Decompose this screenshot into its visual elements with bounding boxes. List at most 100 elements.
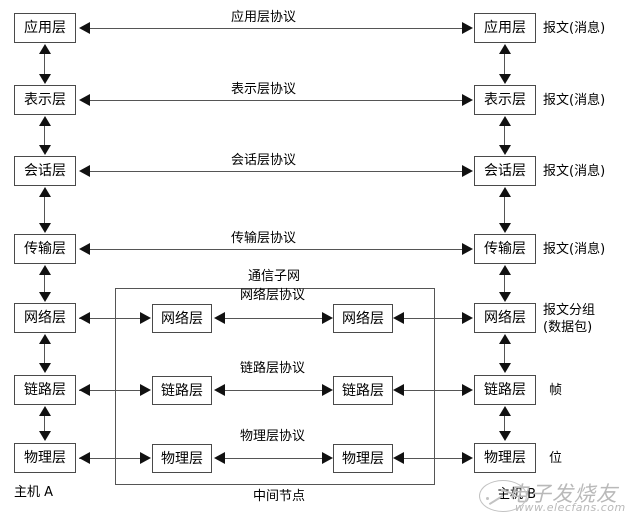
arrowhead-left-node-datalink [214,384,225,396]
protocol-line-physical [222,458,322,459]
protocol-label-session: 会话层协议 [231,153,297,168]
arrowhead-right-node-physical [322,452,333,464]
arrowhead-right-presentation [462,94,473,106]
protocol-line-datalink [222,390,322,391]
host-a-layer-presentation: 表示层 [14,85,76,115]
arrowhead-up-b-pres [499,116,511,126]
host-a-layer-network: 网络层 [14,303,76,333]
protocol-label-network: 网络层协议 [240,288,306,303]
arrowhead-up-a-link [39,406,51,416]
line-a-to-node-network [79,318,147,319]
arrowhead-left-node-physical [214,452,225,464]
arrowhead-down-b-phy [499,431,511,441]
arrowhead-right-b-physical [462,452,473,464]
arrowhead-down-a-sess [39,145,51,155]
host-b-layer-application: 应用层 [474,13,536,43]
arrowhead-up-b-sess [499,187,511,197]
arrowhead-left-application [79,22,90,34]
arrowhead-right-node-network-left [140,312,151,324]
host-a-layer-transport: 传输层 [14,234,76,264]
protocol-line-session [88,171,462,172]
arrowhead-down-a-phy [39,431,51,441]
protocol-label-application: 应用层协议 [231,10,297,25]
vline-a-net-link [44,342,45,368]
line-node-to-b-network [400,318,462,319]
host-a-caption: 主机 A [14,485,54,500]
node-layer-network-left: 网络层 [152,304,212,333]
arrowhead-down-a-pres [39,74,51,84]
arrowhead-right-application [462,22,473,34]
arrowhead-right-node-datalink [322,384,333,396]
communication-subnet-frame [115,288,435,485]
arrowhead-up-a-pres [39,116,51,126]
arrowhead-left-a-network [79,312,90,324]
line-node-to-b-datalink [400,390,462,391]
host-b-layer-physical: 物理层 [474,443,536,473]
host-b-layer-transport: 传输层 [474,234,536,264]
host-b-layer-presentation: 表示层 [474,85,536,115]
arrowhead-right-b-network [462,312,473,324]
arrowhead-left-node-network [214,312,225,324]
arrowhead-left-node-datalink-right [393,384,404,396]
unit-label-physical: 位 [549,451,563,466]
arrowhead-left-transport [79,243,90,255]
arrowhead-down-a-link [39,363,51,373]
vline-b-app-pres [504,52,505,79]
protocol-line-application [88,28,462,29]
arrowhead-down-a-trans [39,223,51,233]
node-layer-datalink-right: 链路层 [333,376,393,405]
vline-a-link-phy [44,414,45,436]
host-b-layer-session: 会话层 [474,156,536,186]
unit-label-network-line2: (数据包) [543,320,593,335]
arrowhead-down-b-sess [499,145,511,155]
arrowhead-left-node-network-right [393,312,404,324]
protocol-line-presentation [88,100,462,101]
line-a-to-node-physical [79,458,147,459]
arrowhead-up-a-net [39,334,51,344]
host-a-layer-datalink: 链路层 [14,375,76,405]
vline-a-sess-trans [44,195,45,227]
arrowhead-left-node-physical-right [393,452,404,464]
arrowhead-down-b-trans [499,223,511,233]
protocol-line-network [222,318,322,319]
unit-label-network-line1: 报文分组 [543,303,596,318]
unit-label-session: 报文(消息) [543,164,606,179]
arrowhead-up-a-app [39,44,51,54]
vline-b-pres-sess [504,124,505,150]
vline-a-pres-sess [44,124,45,150]
arrowhead-up-b-app [499,44,511,54]
arrowhead-left-a-physical [79,452,90,464]
arrowhead-left-a-datalink [79,384,90,396]
arrowhead-up-a-trans [39,265,51,275]
middle-node-caption: 中间节点 [253,489,306,504]
node-layer-datalink-left: 链路层 [152,376,212,405]
vline-a-app-pres [44,52,45,79]
arrowhead-right-node-datalink-left [140,384,151,396]
arrowhead-up-b-net [499,334,511,344]
subnet-label: 通信子网 [248,269,301,284]
arrowhead-left-session [79,165,90,177]
protocol-line-transport [88,249,462,250]
arrowhead-down-b-link [499,363,511,373]
host-b-layer-datalink: 链路层 [474,375,536,405]
arrowhead-right-session [462,165,473,177]
protocol-label-physical: 物理层协议 [240,429,306,444]
host-a-layer-session: 会话层 [14,156,76,186]
vline-b-trans-net [504,273,505,297]
arrowhead-down-a-net [39,292,51,302]
protocol-label-presentation: 表示层协议 [231,82,297,97]
line-node-to-b-physical [400,458,462,459]
host-b-layer-network: 网络层 [474,303,536,333]
unit-label-application: 报文(消息) [543,21,606,36]
line-a-to-node-datalink [79,390,147,391]
arrowhead-down-b-net [499,292,511,302]
protocol-label-datalink: 链路层协议 [240,361,306,376]
node-layer-physical-left: 物理层 [152,444,212,473]
arrowhead-down-b-pres [499,74,511,84]
host-b-caption: 主机 B [497,487,537,502]
arrowhead-right-node-physical-left [140,452,151,464]
vline-a-trans-net [44,273,45,297]
unit-label-transport: 报文(消息) [543,242,606,257]
vline-b-net-link [504,342,505,368]
